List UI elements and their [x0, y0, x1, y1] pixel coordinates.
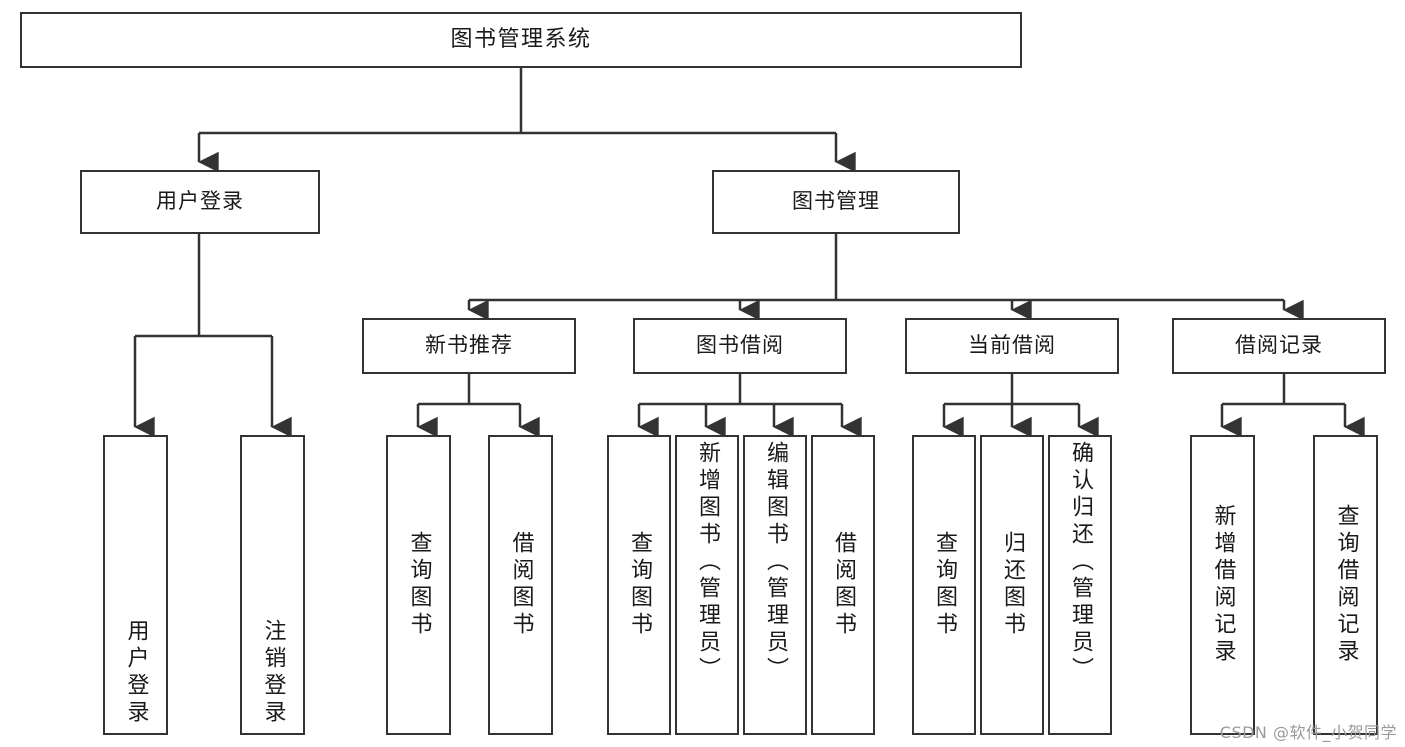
node-label: 借阅记录 [1235, 333, 1323, 358]
node-label: 新书推荐 [425, 333, 513, 358]
node-label: 查询借阅记录 [1333, 504, 1359, 666]
node-label: 用户登录 [156, 189, 244, 214]
leaf-new-book-query[interactable]: 查询图书 [386, 435, 451, 735]
leaf-record-query-borrow-record[interactable]: 查询借阅记录 [1313, 435, 1378, 735]
node-label: 借阅图书 [831, 531, 856, 639]
leaf-record-add-borrow-record[interactable]: 新增借阅记录 [1190, 435, 1255, 735]
node-label: 查询图书 [932, 531, 957, 639]
node-label: 图书管理 [792, 189, 880, 214]
leaf-current-query-book[interactable]: 查询图书 [912, 435, 976, 735]
leaf-user-login-signin[interactable]: 用户登录 [103, 435, 168, 735]
node-label: 编辑图书（管理员） [763, 441, 788, 684]
leaf-borrow-query-book[interactable]: 查询图书 [607, 435, 671, 735]
leaf-borrow-edit-book-admin[interactable]: 编辑图书（管理员） [743, 435, 807, 735]
node-label: 新增图书（管理员） [695, 441, 720, 684]
node-root-book-management-system[interactable]: 图书管理系统 [20, 12, 1022, 68]
node-label: 图书借阅 [696, 333, 784, 358]
node-user-login[interactable]: 用户登录 [80, 170, 320, 234]
node-label: 借阅图书 [508, 531, 534, 639]
leaf-borrow-borrow-book[interactable]: 借阅图书 [811, 435, 875, 735]
node-label: 确认归还（管理员） [1068, 441, 1093, 684]
node-label: 注销登录 [260, 619, 286, 727]
node-current-borrow[interactable]: 当前借阅 [905, 318, 1119, 374]
node-book-borrow[interactable]: 图书借阅 [633, 318, 847, 374]
node-label: 查询图书 [627, 531, 652, 639]
node-new-book-recommend[interactable]: 新书推荐 [362, 318, 576, 374]
node-label: 当前借阅 [968, 333, 1056, 358]
node-label: 查询图书 [406, 531, 432, 639]
node-label: 归还图书 [1000, 531, 1025, 639]
node-borrow-record[interactable]: 借阅记录 [1172, 318, 1386, 374]
leaf-current-confirm-return-admin[interactable]: 确认归还（管理员） [1048, 435, 1112, 735]
node-book-management[interactable]: 图书管理 [712, 170, 960, 234]
node-label: 图书管理系统 [450, 26, 592, 52]
leaf-borrow-add-book-admin[interactable]: 新增图书（管理员） [675, 435, 739, 735]
leaf-user-login-signout[interactable]: 注销登录 [240, 435, 305, 735]
node-label: 用户登录 [123, 619, 149, 727]
node-label: 新增借阅记录 [1210, 504, 1236, 666]
leaf-new-book-borrow[interactable]: 借阅图书 [488, 435, 553, 735]
leaf-current-return-book[interactable]: 归还图书 [980, 435, 1044, 735]
